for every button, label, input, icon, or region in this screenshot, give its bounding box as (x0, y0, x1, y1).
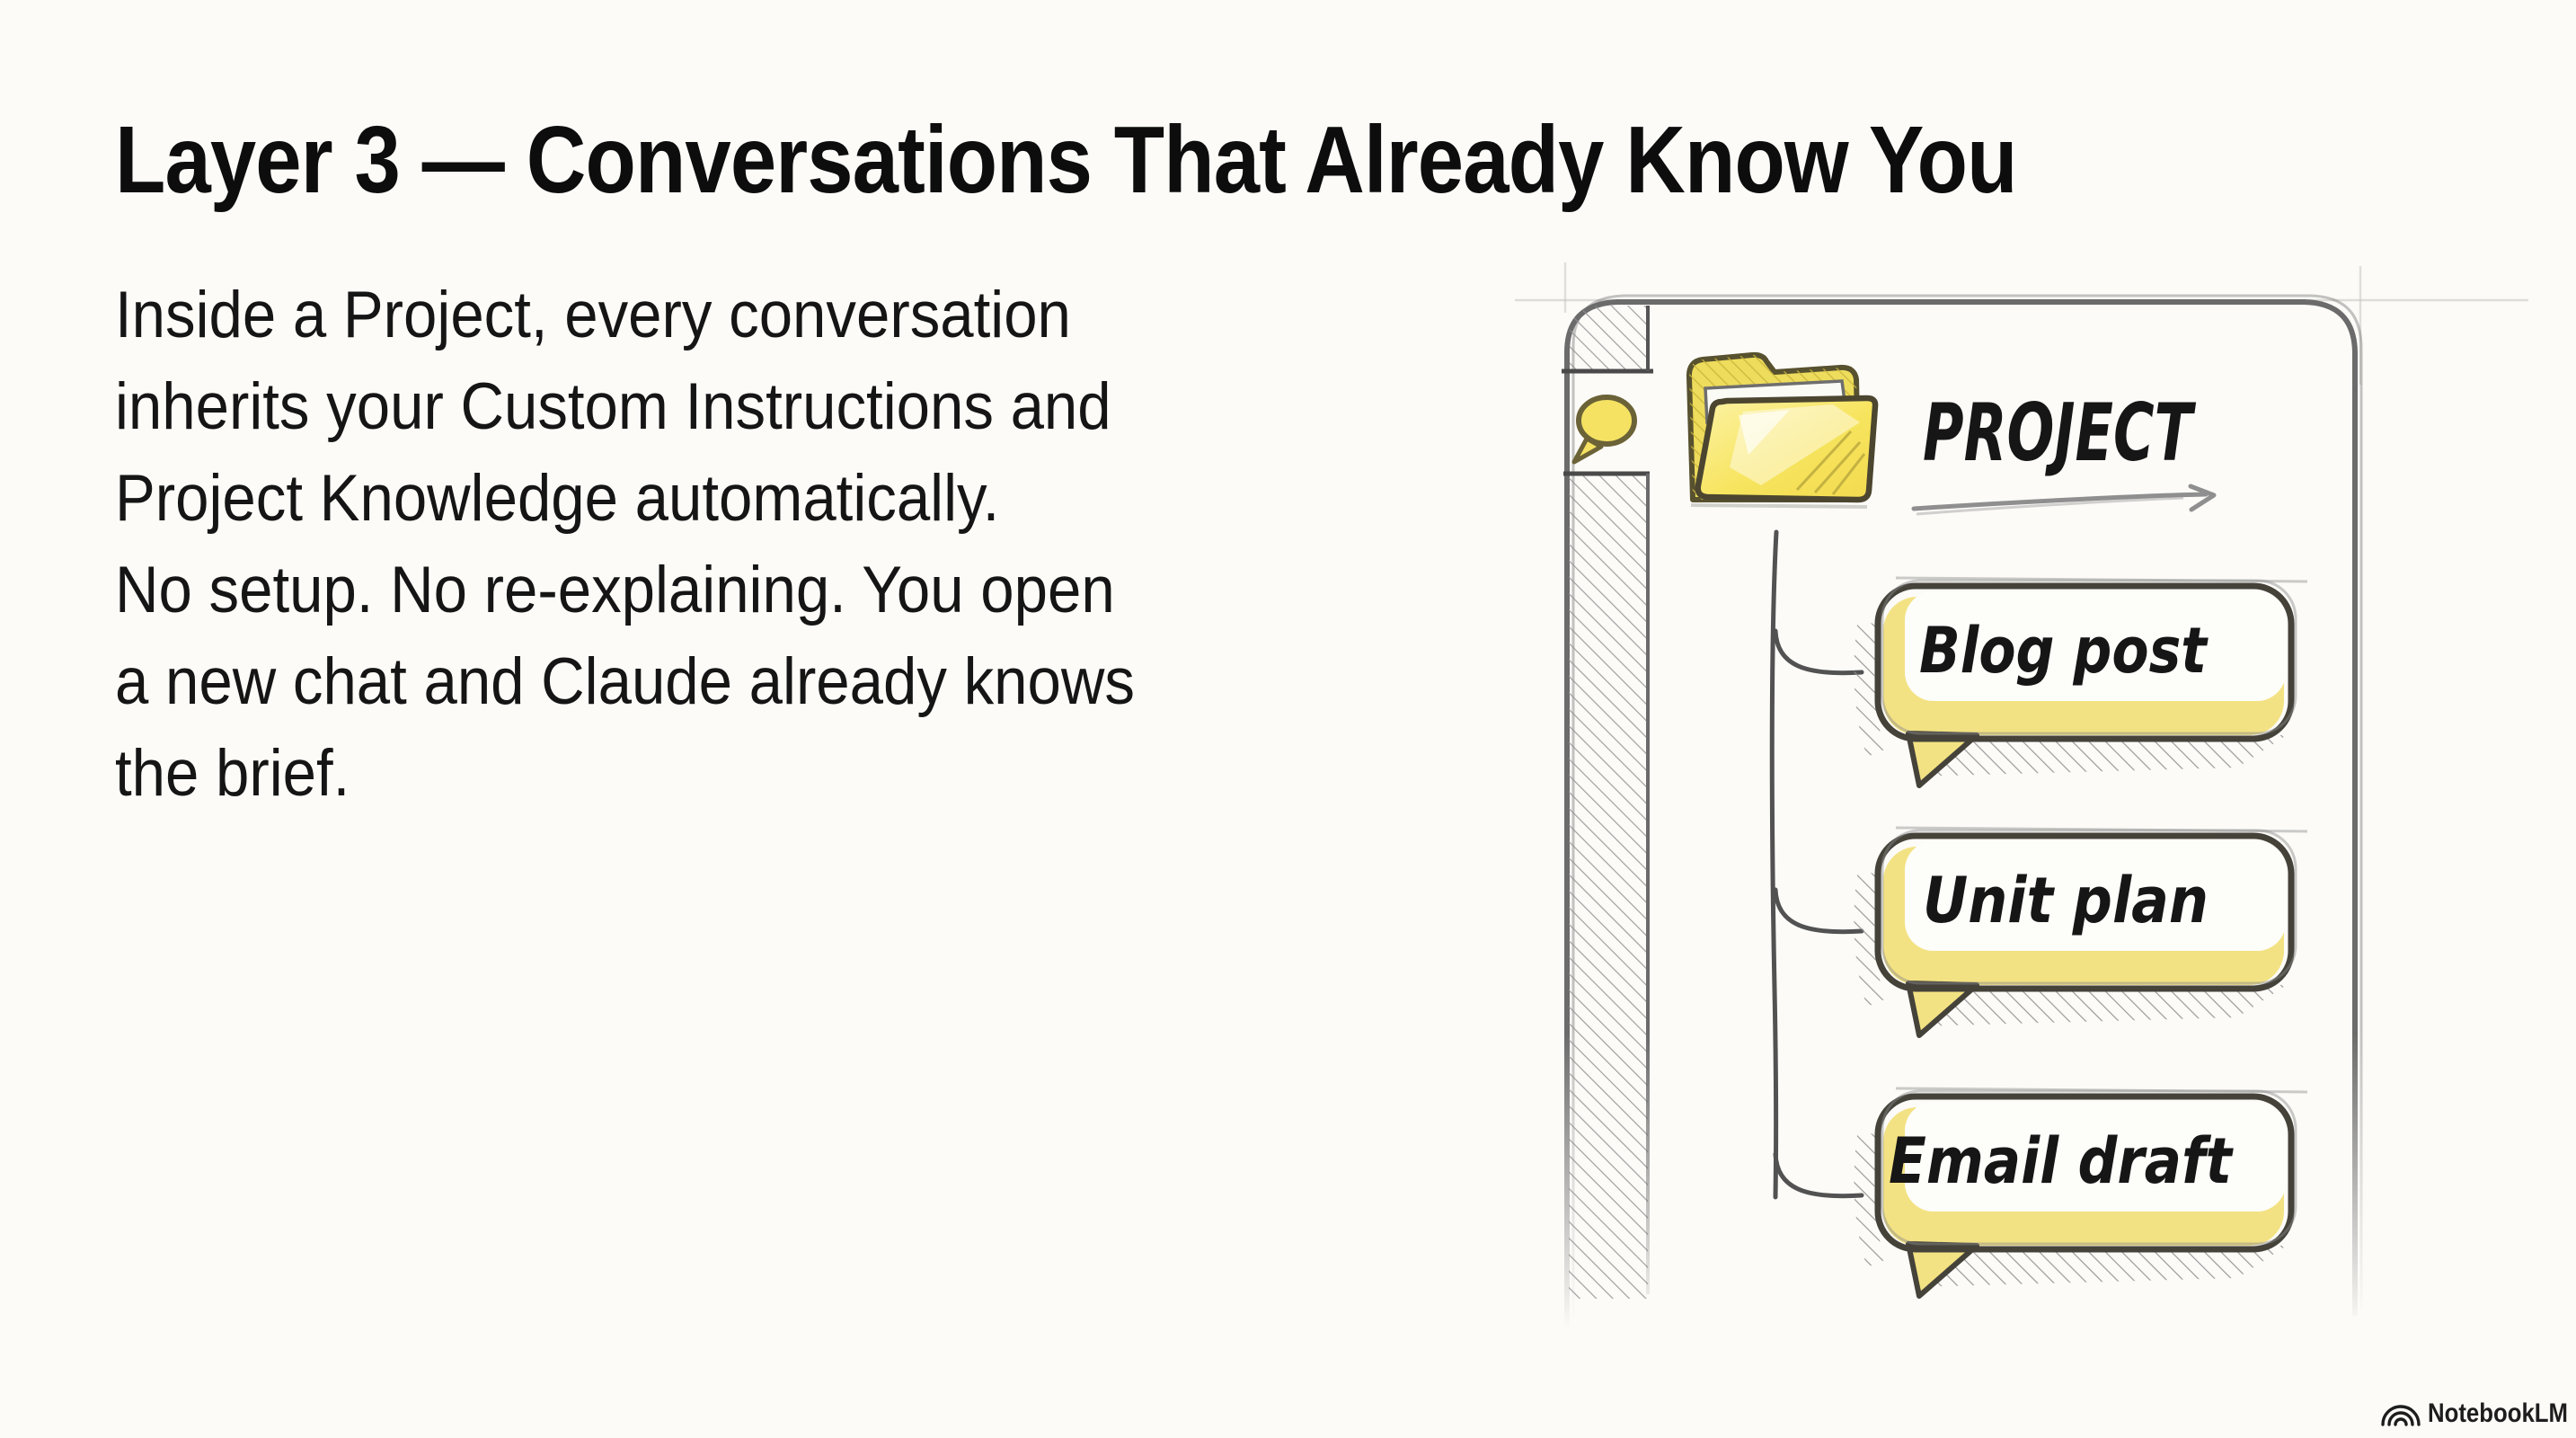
tree-branch (1773, 1151, 1864, 1199)
chat-bubble-blog-post: Blog post (1854, 578, 2307, 786)
chat-bubble-email-draft: Email draft (1854, 1088, 2307, 1296)
tree-branch (1773, 628, 1864, 676)
notebooklm-logo-icon (2381, 1405, 2421, 1426)
crop-marks (1515, 262, 2528, 385)
body-line: a new chat and Claude already knows (115, 645, 1135, 718)
sketch-fade (1518, 1305, 2417, 1413)
project-label-group: PROJECT (1911, 386, 2217, 516)
chat-bubble-label: Blog post (1919, 614, 2209, 688)
sidebar-header-block (1570, 306, 1648, 369)
body-line: No setup. No re-explaining. You open (115, 554, 1115, 626)
speech-bubble-icon (1571, 395, 1637, 465)
sidebar (1562, 306, 1653, 1299)
page-title: Layer 3 — Conversations That Already Kno… (115, 107, 2017, 213)
body-line: the brief. (115, 737, 350, 810)
project-underline (1911, 492, 2209, 511)
tree-connectors (1769, 529, 1864, 1200)
body-paragraph: Inside a Project, every conversation inh… (115, 270, 1135, 820)
underline-arrow (2188, 484, 2217, 512)
body-line: inherits your Custom Instructions and (115, 370, 1111, 443)
tree-trunk (1769, 529, 1779, 1200)
chat-bubble-label: Unit plan (1923, 864, 2209, 937)
project-label: PROJECT (1923, 386, 2196, 479)
chat-bubble-label: Email draft (1889, 1124, 2234, 1198)
tree-branch (1773, 887, 1864, 935)
notebooklm-brand-text: NotebookLM (2428, 1398, 2568, 1428)
body-line: Inside a Project, every conversation (115, 279, 1071, 351)
body-line: Project Knowledge automatically. (115, 462, 1000, 535)
notebooklm-watermark: NotebookLM (2381, 1398, 2568, 1428)
sidebar-column (1569, 475, 1648, 1299)
chat-bubble-unit-plan: Unit plan (1854, 828, 2307, 1035)
folder-icon (1686, 351, 1879, 509)
